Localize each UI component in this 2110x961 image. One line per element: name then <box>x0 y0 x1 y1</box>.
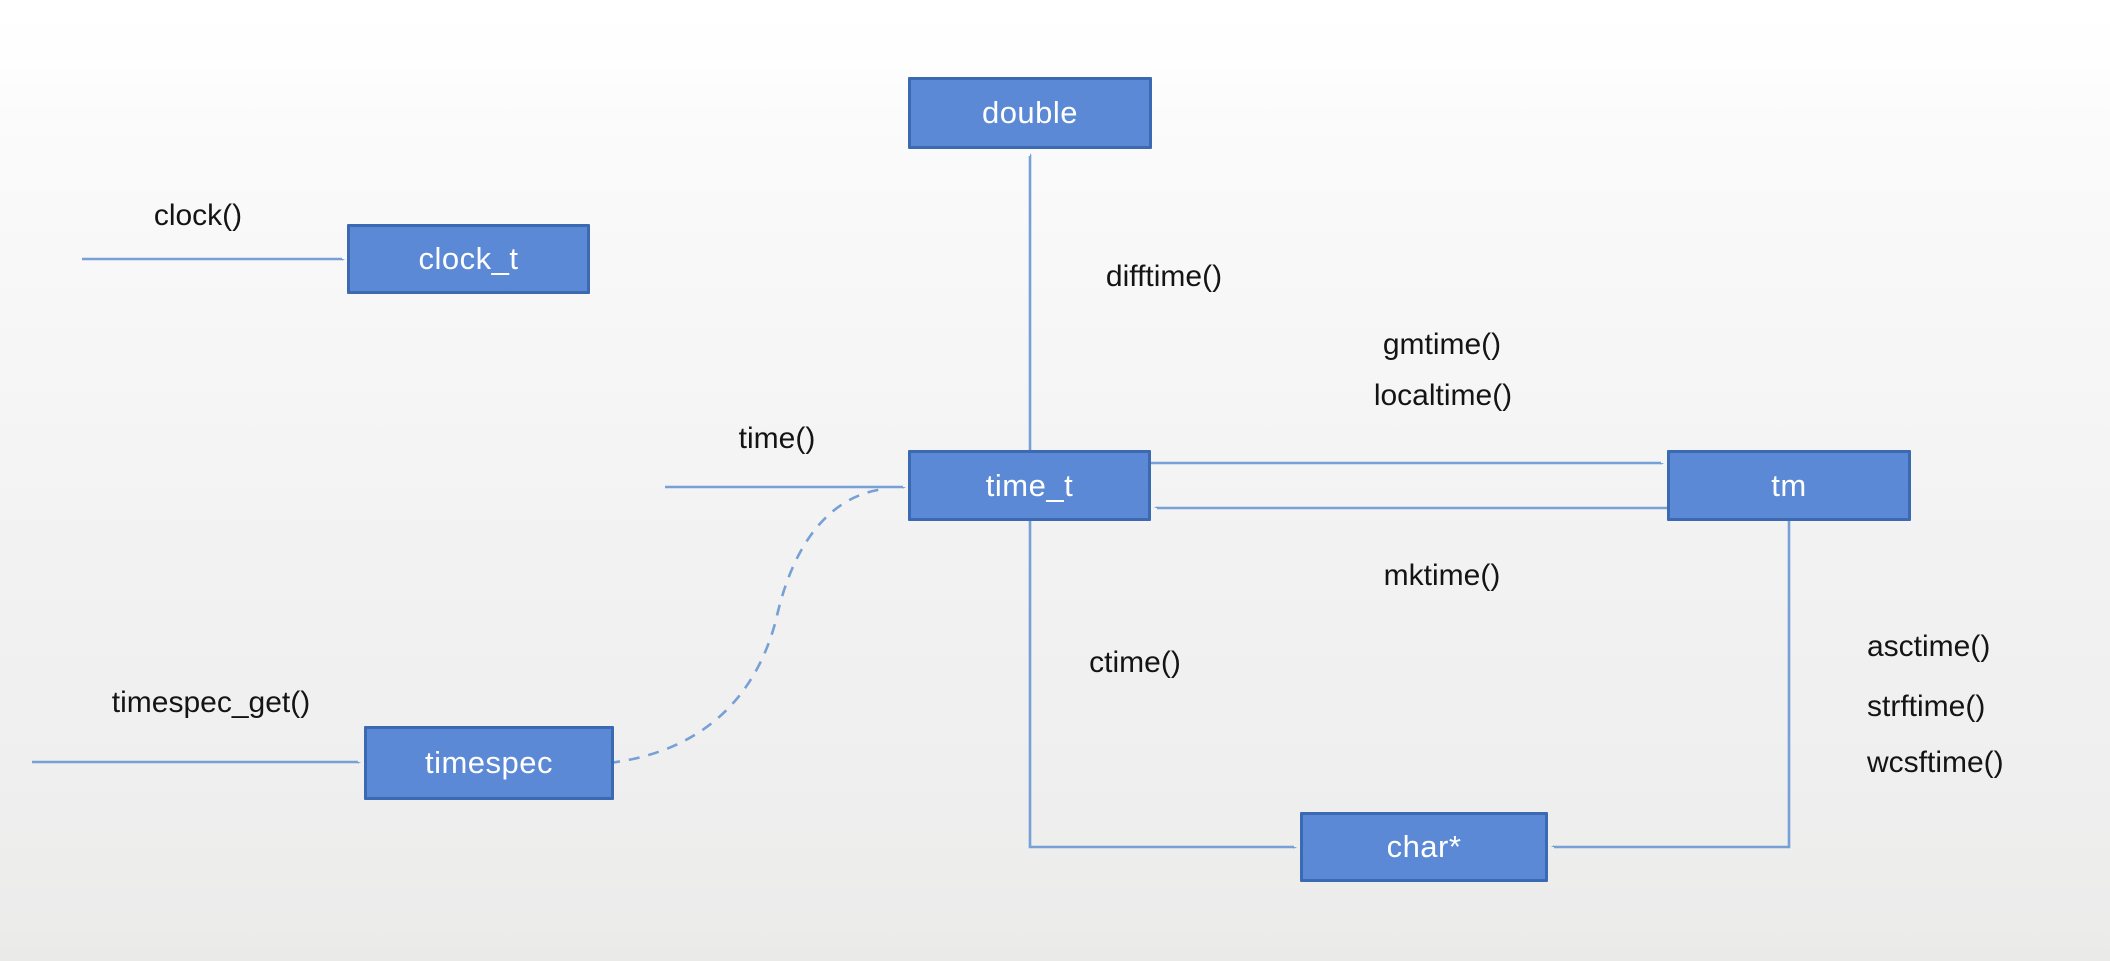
function-label-clock: clock() <box>153 198 243 232</box>
function-label-timespec_get: timespec_get() <box>111 685 311 719</box>
node-tm: tm <box>1667 450 1911 521</box>
node-timespec: timespec <box>364 726 614 800</box>
edge-time_t-to-char_ptr <box>1028 521 1294 847</box>
edge-tm-to-char_ptr <box>1554 521 1791 849</box>
node-label-timespec: timespec <box>424 745 554 780</box>
function-label-strftime: strftime() <box>1867 689 1986 723</box>
node-label-time_t: time_t <box>985 467 1074 503</box>
edge-timespec-to-time_t <box>608 487 885 765</box>
node-time_t: time_t <box>908 450 1151 521</box>
node-clock_t: clock_t <box>347 224 590 294</box>
function-label-wcsftime: wcsftime() <box>1867 745 2004 779</box>
node-label-clock_t: clock_t <box>418 241 519 276</box>
function-label-asctime: asctime() <box>1867 629 1991 663</box>
node-char_ptr: char* <box>1300 812 1548 882</box>
function-label-gmtime: gmtime() <box>1382 327 1502 361</box>
node-label-double: double <box>981 95 1079 130</box>
function-label-ctime: ctime() <box>1089 645 1181 679</box>
node-label-tm: tm <box>1771 467 1807 503</box>
node-double: double <box>908 77 1152 149</box>
node-label-char_ptr: char* <box>1386 829 1462 864</box>
function-label-mktime: mktime() <box>1383 558 1501 592</box>
function-label-time: time() <box>738 421 816 455</box>
function-label-difftime: difftime() <box>1105 259 1223 293</box>
function-label-localtime: localtime() <box>1373 378 1513 412</box>
